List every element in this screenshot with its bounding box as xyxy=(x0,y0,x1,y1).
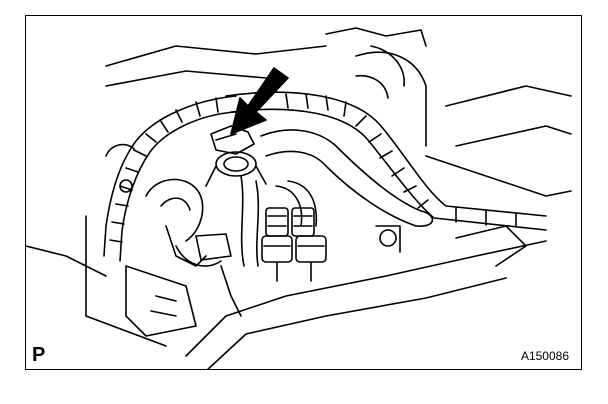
indicator-arrow xyxy=(230,67,289,135)
figure-id: A150086 xyxy=(520,349,569,363)
right-corrugated-hose xyxy=(225,45,547,231)
smooth-hoses xyxy=(240,129,434,267)
body-panels xyxy=(26,27,572,369)
left-engine-parts xyxy=(105,143,242,337)
left-corrugated-hose xyxy=(103,95,237,262)
hose-clamp xyxy=(205,125,267,187)
engine-bay-line-drawing xyxy=(26,27,572,369)
corner-label: P xyxy=(32,344,46,366)
pipe-fittings xyxy=(261,207,401,282)
illustration-frame: P A150086 xyxy=(25,15,582,370)
